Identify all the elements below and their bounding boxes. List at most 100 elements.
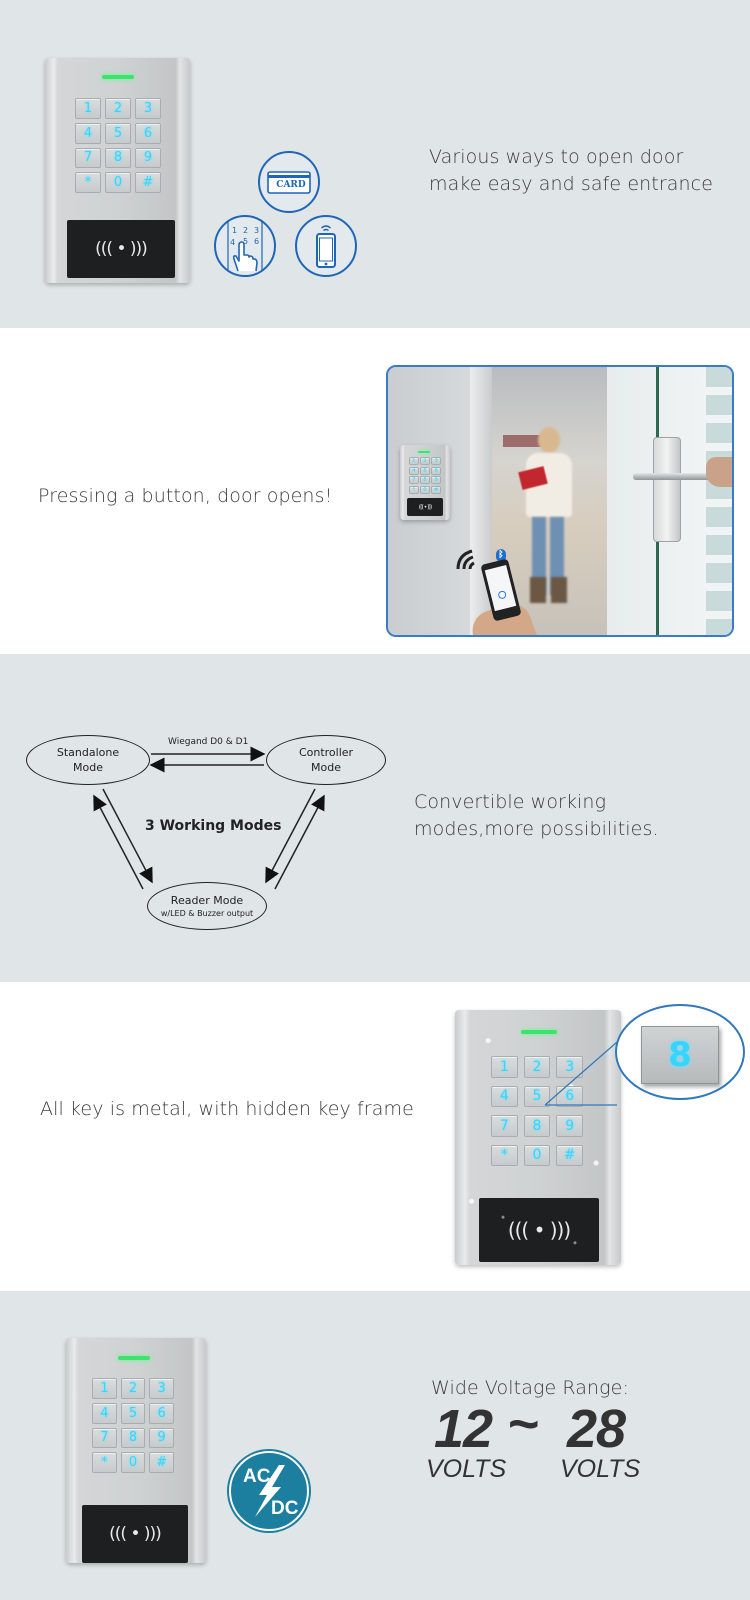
key: 5 bbox=[120, 1402, 146, 1424]
keypad: 1 2 3 4 5 6 7 8 9 * 0 # bbox=[75, 98, 161, 193]
svg-text:5: 5 bbox=[243, 237, 248, 246]
keypad: 1 2 3 4 5 6 7 8 9 * 0 # bbox=[92, 1378, 174, 1473]
rfid-reader: ((( • ))) bbox=[82, 1505, 188, 1563]
door-handle bbox=[633, 473, 713, 480]
lightning-bolt-icon bbox=[255, 1465, 285, 1517]
key: 0 bbox=[523, 1144, 551, 1166]
card-icon bbox=[267, 171, 311, 194]
key: 9 bbox=[431, 476, 441, 484]
diagram-title: 3 Working Modes bbox=[145, 818, 282, 834]
section-various-ways: 1 2 3 4 5 6 7 8 9 * 0 # ((( • ))) CARD 1 bbox=[0, 0, 750, 328]
key: # bbox=[149, 1452, 174, 1473]
node-title: Reader Mode bbox=[170, 894, 244, 907]
key: 0 bbox=[420, 485, 430, 494]
key: 6 bbox=[556, 1085, 583, 1107]
svg-text:3: 3 bbox=[254, 226, 259, 235]
bluetooth-icon: ᛒ bbox=[496, 549, 506, 562]
key: 5 bbox=[523, 1085, 551, 1107]
key: 6 bbox=[149, 1402, 174, 1424]
key: 3 bbox=[556, 1056, 583, 1078]
key: 7 bbox=[409, 476, 419, 484]
key: 8 bbox=[105, 147, 131, 169]
key: 9 bbox=[556, 1115, 583, 1137]
rfid-wave-icon: ((( • ))) bbox=[95, 239, 148, 259]
min-voltage-unit: VOLTS bbox=[426, 1455, 507, 1483]
key: 2 bbox=[420, 457, 430, 465]
section-press-button: Pressing a button, door opens! 1 2 bbox=[0, 328, 750, 654]
max-voltage-unit: VOLTS bbox=[560, 1455, 641, 1483]
key: 4 bbox=[491, 1085, 518, 1107]
wet-keypad-device: 1 2 3 4 5 6 7 8 9 * 0 # ((( • ))) bbox=[455, 1010, 621, 1265]
key: 8 bbox=[120, 1427, 146, 1449]
status-led bbox=[102, 75, 134, 79]
door-photo: 1 2 3 4 5 6 7 8 9 * 0 # ((( • ))) bbox=[386, 365, 734, 637]
rfid-reader: ((( • ))) bbox=[479, 1198, 599, 1262]
key: 2 bbox=[105, 98, 131, 119]
callout-lines bbox=[544, 1041, 618, 1106]
key: 3 bbox=[431, 457, 441, 465]
keypad-method-circle: 1 2 3 4 5 6 bbox=[214, 215, 276, 277]
key: 9 bbox=[135, 147, 161, 169]
section-working-modes: Wiegand D0 & D1 Standalone Mode Controll… bbox=[0, 654, 750, 982]
key: # bbox=[556, 1144, 583, 1166]
key: 7 bbox=[92, 1427, 117, 1449]
node-subtitle: Mode bbox=[311, 761, 341, 774]
key: 4 bbox=[409, 466, 419, 475]
key: 7 bbox=[75, 147, 101, 169]
key: 1 bbox=[75, 98, 101, 119]
voltage-heading: Wide Voltage Range: bbox=[431, 1377, 629, 1399]
section-caption: All key is metal, with hidden key frame bbox=[40, 1098, 414, 1120]
keypad-device: 1 2 3 4 5 6 7 8 9 * 0 # ((( • ))) bbox=[66, 1338, 206, 1563]
key: 3 bbox=[149, 1378, 174, 1399]
hand bbox=[706, 457, 732, 487]
card-label: CARD bbox=[276, 180, 306, 190]
reader-mode-node: Reader Mode w/LED & Buzzer output bbox=[147, 882, 267, 930]
max-voltage: 28 bbox=[567, 1399, 626, 1459]
key: 8 bbox=[420, 476, 430, 484]
key: 5 bbox=[420, 466, 430, 475]
node-title: Standalone bbox=[56, 746, 120, 759]
svg-text:4: 4 bbox=[230, 238, 235, 247]
key: 3 bbox=[135, 98, 161, 119]
keypad: 1 2 3 4 5 6 7 8 9 * 0 # bbox=[491, 1056, 583, 1166]
diagram-arrows bbox=[93, 746, 325, 890]
key: 1 bbox=[92, 1378, 117, 1399]
ac-label: AC bbox=[243, 1466, 271, 1487]
key: 6 bbox=[431, 466, 441, 475]
section-voltage: 1 2 3 4 5 6 7 8 9 * 0 # ((( • ))) AC DC … bbox=[0, 1291, 750, 1600]
key: * bbox=[491, 1144, 518, 1166]
svg-text:6: 6 bbox=[254, 237, 259, 246]
caption-line: Convertible working bbox=[414, 791, 607, 813]
wall-keypad: 1 2 3 4 5 6 7 8 9 * 0 # ((( • ))) bbox=[400, 445, 450, 520]
zoomed-key-callout: 8 bbox=[615, 1004, 745, 1100]
rfid-wave-icon: ((( • ))) bbox=[418, 503, 432, 511]
key: 0 bbox=[105, 172, 131, 193]
controller-mode-node: Controller Mode bbox=[266, 735, 386, 785]
key: 7 bbox=[491, 1115, 518, 1137]
card-method-circle: CARD bbox=[258, 151, 320, 213]
key: * bbox=[75, 172, 101, 193]
key: * bbox=[409, 485, 419, 494]
section-caption: Convertible working modes,more possibili… bbox=[414, 789, 659, 843]
key: # bbox=[135, 172, 161, 193]
standalone-mode-node: Standalone Mode bbox=[26, 735, 150, 785]
key: # bbox=[431, 485, 441, 494]
node-subtitle: w/LED & Buzzer output bbox=[160, 909, 254, 918]
wiegand-label: Wiegand D0 & D1 bbox=[168, 737, 249, 747]
rfid-wave-icon: ((( • ))) bbox=[507, 1218, 571, 1242]
key: 6 bbox=[135, 122, 161, 144]
key: 8 bbox=[523, 1115, 551, 1137]
dc-label: DC bbox=[271, 1498, 299, 1519]
key: 1 bbox=[409, 457, 419, 465]
rfid-reader: ((( • ))) bbox=[67, 220, 175, 278]
zoomed-key-label: 8 bbox=[668, 1035, 692, 1075]
zoomed-key: 8 bbox=[641, 1026, 719, 1084]
key: 2 bbox=[523, 1056, 551, 1078]
caption-line: modes,more possibilities. bbox=[414, 818, 659, 840]
section-caption: Various ways to open door make easy and … bbox=[429, 144, 713, 198]
svg-text:2: 2 bbox=[243, 226, 248, 235]
section-metal-keys: All key is metal, with hidden key frame … bbox=[0, 982, 750, 1291]
caption-line: Various ways to open door bbox=[429, 146, 684, 168]
key: 2 bbox=[120, 1378, 146, 1399]
key: * bbox=[92, 1452, 117, 1473]
